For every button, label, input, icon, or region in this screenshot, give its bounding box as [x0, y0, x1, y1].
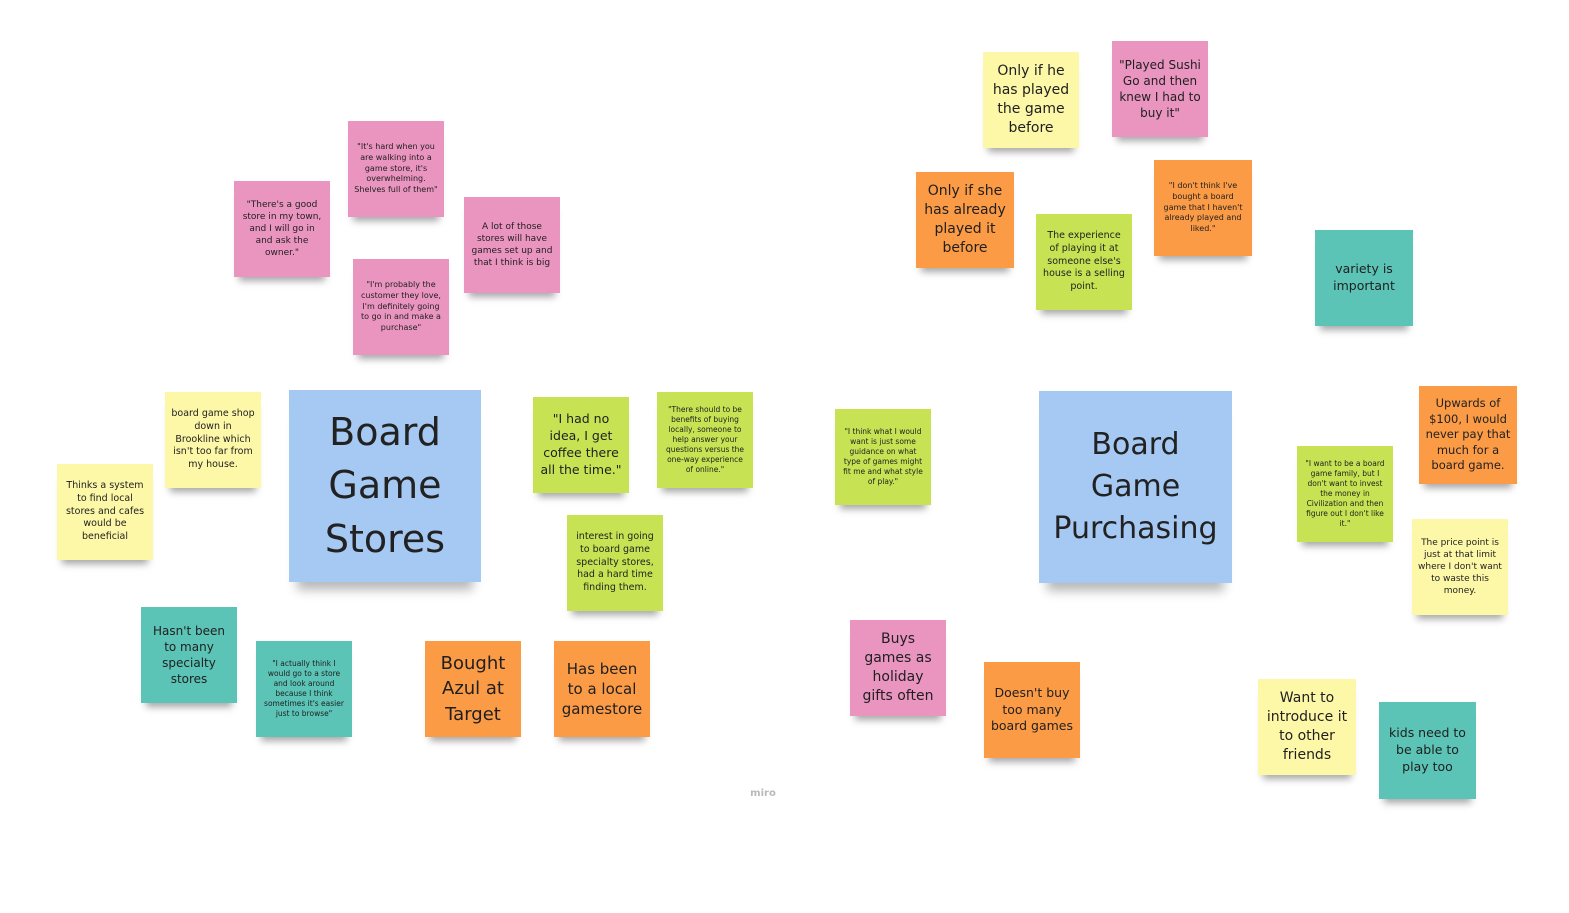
- sticky-note-introduce[interactable]: Want to introduce it to other friends: [1258, 679, 1356, 775]
- sticky-note-holiday[interactable]: Buys games as holiday gifts often: [850, 620, 946, 716]
- sticky-note-interest[interactable]: interest in going to board game specialt…: [567, 515, 663, 611]
- sticky-note-sushi-go[interactable]: "Played Sushi Go and then knew I had to …: [1112, 41, 1208, 137]
- sticky-note-text: The price point is just at that limit wh…: [1418, 537, 1502, 597]
- miro-watermark: miro: [750, 788, 776, 799]
- sticky-note-text: board game shop down in Brookline which …: [171, 407, 255, 471]
- sticky-note-text: Only if he has played the game before: [992, 63, 1070, 136]
- sticky-note-text: "I don't think I've bought a board game …: [1163, 181, 1243, 234]
- sticky-note-customer-love[interactable]: "I'm probably the customer they love, I'…: [353, 259, 449, 355]
- sticky-note-family[interactable]: "I want to be a board game family, but I…: [1297, 446, 1393, 542]
- sticky-note-text: kids need to be able to play too: [1389, 725, 1466, 774]
- sticky-note-text: Doesn't buy too many board games: [990, 684, 1074, 734]
- sticky-note-system[interactable]: Thinks a system to find local stores and…: [57, 464, 153, 560]
- sticky-note-good-store[interactable]: "There's a good store in my town, and I …: [234, 181, 330, 277]
- sticky-note-walking-in[interactable]: "It's hard when you are walking into a g…: [348, 121, 444, 217]
- sticky-note-local-gamestore[interactable]: Has been to a local gamestore: [554, 641, 650, 737]
- sticky-note-text: Upwards of $100, I would never pay that …: [1425, 396, 1511, 473]
- sticky-note-text: "I had no idea, I get coffee there all t…: [540, 411, 622, 477]
- sticky-note-only-if-she[interactable]: Only if she has already played it before: [916, 172, 1014, 268]
- sticky-note-text: "I want to be a board game family, but I…: [1305, 458, 1385, 529]
- sticky-note-text: interest in going to board game specialt…: [576, 530, 654, 594]
- sticky-note-benefits[interactable]: "There should to be benefits of buying l…: [657, 392, 753, 488]
- sticky-note-text: A lot of those stores will have games se…: [471, 221, 553, 269]
- sticky-note-only-if-he[interactable]: Only if he has played the game before: [983, 52, 1079, 148]
- sticky-note-text: Want to introduce it to other friends: [1266, 690, 1348, 763]
- sticky-note-text: Buys games as holiday gifts often: [862, 631, 934, 704]
- sticky-note-dont-think[interactable]: "I don't think I've bought a board game …: [1154, 160, 1252, 256]
- topic-card-board-game-purchasing[interactable]: Board Game Purchasing: [1039, 391, 1232, 583]
- sticky-note-guidance[interactable]: "I think what I would want is just some …: [835, 409, 931, 505]
- sticky-note-not-many-stores[interactable]: Hasn't been to many specialty stores: [141, 607, 237, 703]
- sticky-note-text: "There should to be benefits of buying l…: [665, 404, 745, 475]
- sticky-note-text: "It's hard when you are walking into a g…: [354, 142, 438, 195]
- sticky-note-kids[interactable]: kids need to be able to play too: [1379, 702, 1476, 799]
- sticky-note-text: "Played Sushi Go and then knew I had to …: [1119, 57, 1201, 121]
- sticky-note-text: The experience of playing it at someone …: [1043, 229, 1125, 293]
- sticky-note-text: Thinks a system to find local stores and…: [65, 479, 145, 543]
- sticky-note-text: Has been to a local gamestore: [561, 659, 643, 719]
- sticky-note-games-set-up[interactable]: A lot of those stores will have games se…: [464, 197, 560, 293]
- sticky-note-text: "There's a good store in my town, and I …: [242, 199, 322, 259]
- sticky-note-price-point[interactable]: The price point is just at that limit wh…: [1412, 519, 1508, 615]
- sticky-note-variety[interactable]: variety is important: [1315, 230, 1413, 326]
- sticky-note-text: Only if she has already played it before: [924, 183, 1006, 256]
- sticky-note-text: "I think what I would want is just some …: [843, 426, 923, 487]
- sticky-note-text: Hasn't been to many specialty stores: [152, 623, 226, 687]
- topic-card-title: Board Game Purchasing: [1053, 427, 1218, 546]
- sticky-note-brookline[interactable]: board game shop down in Brookline which …: [165, 392, 261, 488]
- sticky-note-look-around[interactable]: "I actually think I would go to a store …: [256, 641, 352, 737]
- sticky-note-text: variety is important: [1333, 261, 1395, 293]
- sticky-note-text: "I actually think I would go to a store …: [264, 658, 344, 719]
- sticky-note-azul[interactable]: Bought Azul at Target: [425, 641, 521, 737]
- sticky-note-text: Bought Azul at Target: [440, 653, 506, 725]
- sticky-note-experience[interactable]: The experience of playing it at someone …: [1036, 214, 1132, 310]
- topic-card-title: Board Game Stores: [324, 410, 446, 561]
- sticky-note-too-many[interactable]: Doesn't buy too many board games: [984, 662, 1080, 758]
- topic-card-board-game-stores[interactable]: Board Game Stores: [289, 390, 481, 582]
- sticky-note-text: "I'm probably the customer they love, I'…: [361, 280, 441, 333]
- sticky-note-no-idea[interactable]: "I had no idea, I get coffee there all t…: [533, 397, 629, 493]
- sticky-note-upwards[interactable]: Upwards of $100, I would never pay that …: [1419, 386, 1517, 484]
